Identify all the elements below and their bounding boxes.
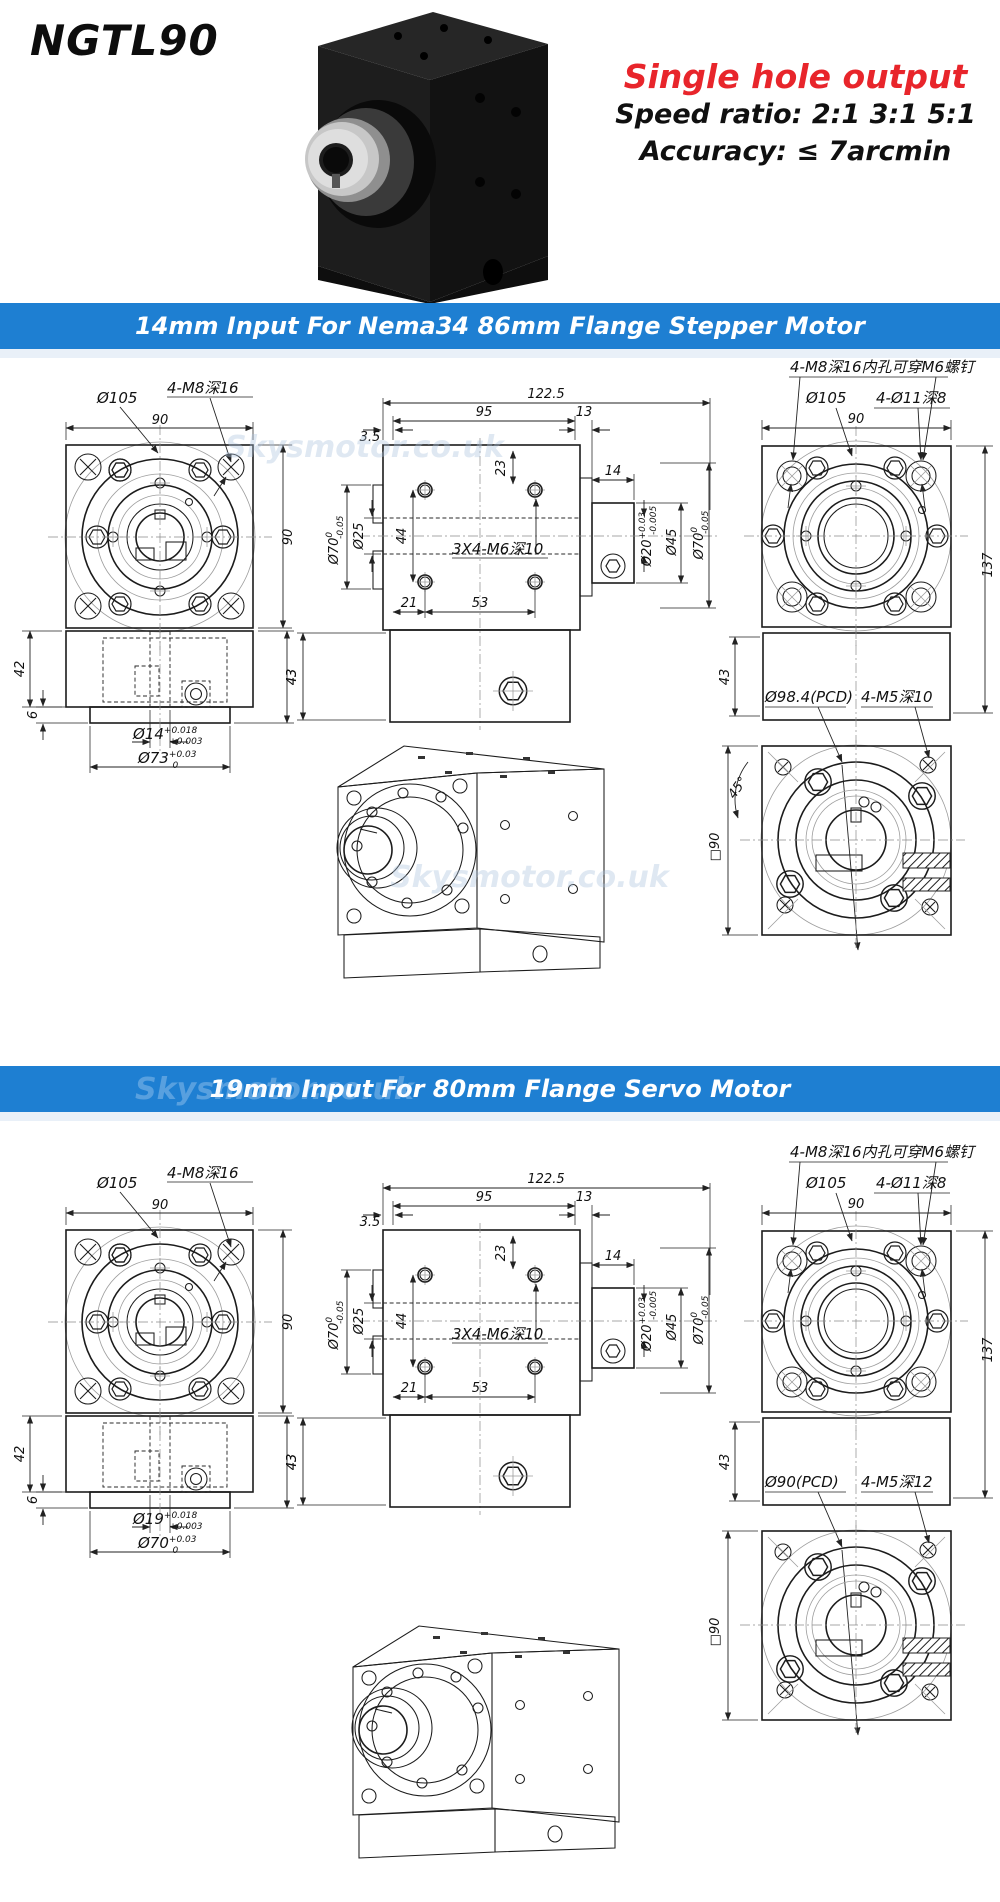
banner-strip xyxy=(0,1112,1000,1121)
dim-side-out: Ø700-0.05 xyxy=(690,510,711,560)
dim-rear-pcd: Ø105 xyxy=(805,1174,846,1192)
dim-side-off-right: 13 xyxy=(576,1190,593,1205)
dim-side-shaft: Ø20+0.03-0.005 xyxy=(638,506,659,568)
dim-side-flange: Ø700-0.05 xyxy=(325,1300,346,1350)
dim-side-off-left: 3.5 xyxy=(360,1215,381,1230)
banner-stepper: 14mm Input For Nema34 86mm Flange Steppe… xyxy=(0,303,1000,349)
dim-front-width: 90 xyxy=(152,413,169,428)
dim-side-base-h: 43 xyxy=(285,669,300,686)
dim-rear-height: 137 xyxy=(981,552,996,578)
dim-side-off-right: 13 xyxy=(576,405,593,420)
dim-bottom-bore: Ø19+0.018+0.003 xyxy=(132,1510,203,1532)
dim-side-total: 122.5 xyxy=(527,387,564,402)
dim-base-pcd: Ø98.4(PCD) xyxy=(764,688,853,706)
dim-side-body: 95 xyxy=(476,1190,493,1205)
banner-strip xyxy=(0,349,1000,358)
spec-block: Single hole output Speed ratio: 2:1 3:1 … xyxy=(598,56,993,170)
dim-side-44: 44 xyxy=(395,1313,410,1330)
dim-front-height: 90 xyxy=(281,529,296,546)
dim-rear-note: 4-M8深16内孔可穿M6螺钉 xyxy=(790,1143,977,1161)
dim-base-square: □90 xyxy=(708,833,723,862)
dim-front-tap: 4-M8深16 xyxy=(167,379,239,397)
dim-bottom-6: 6 xyxy=(26,1496,41,1504)
dim-side-hub: Ø45 xyxy=(665,1314,680,1342)
dim-rear-cbore: 4-Ø11深8 xyxy=(876,1174,946,1192)
dim-bottom-42: 42 xyxy=(13,661,28,678)
banner-servo: 19mm Input For 80mm Flange Servo Motor xyxy=(0,1066,1000,1112)
spec-accuracy: Accuracy: ≤ 7arcmin xyxy=(639,135,952,167)
dim-side-21: 21 xyxy=(401,1381,418,1396)
dim-side-off-left: 3.5 xyxy=(360,430,381,445)
drawing-servo: Ø105 4-M8深16 90 90 42 6 43 Ø19+0.018+0.0… xyxy=(13,1143,996,1859)
spec-tagline: Single hole output xyxy=(623,57,968,96)
dim-front-pcd: Ø105 xyxy=(96,1174,137,1192)
dim-base-taps: 4-M5深12 xyxy=(861,1473,933,1491)
dim-side-pilot: Ø25 xyxy=(352,1308,367,1336)
dim-bottom-43: 43 xyxy=(285,1454,300,1471)
dim-side-shaft: Ø20+0.03-0.005 xyxy=(638,1291,659,1353)
dim-side-pilot: Ø25 xyxy=(352,523,367,551)
dim-side-flange: Ø700-0.05 xyxy=(325,515,346,565)
dim-side-hub: Ø45 xyxy=(665,529,680,557)
dim-base-43: 43 xyxy=(718,669,733,686)
dim-bottom-6: 6 xyxy=(26,711,41,719)
dim-side-total: 122.5 xyxy=(527,1172,564,1187)
dim-front-tap: 4-M8深16 xyxy=(167,1164,239,1182)
dim-side-taps: 3X4-M6深10 xyxy=(452,1325,543,1343)
dim-base-taps: 4-M5深10 xyxy=(861,688,933,706)
dim-base-43: 43 xyxy=(718,1454,733,1471)
dim-side-53: 53 xyxy=(472,596,489,611)
dim-bottom-43: 43 xyxy=(285,669,300,686)
dim-side-body: 95 xyxy=(476,405,493,420)
dim-rear-cbore: 4-Ø11深8 xyxy=(876,389,946,407)
dim-rear-pcd: Ø105 xyxy=(805,389,846,407)
dim-base-angle: 45° xyxy=(725,774,751,801)
dim-bottom-bore: Ø14+0.018+0.003 xyxy=(132,725,203,747)
spec-speed-ratio: Speed ratio: 2:1 3:1 5:1 xyxy=(615,99,976,131)
drawing-stepper: Ø105 4-M8深16 90 90 42 6 43 Ø14+0.018+0.0… xyxy=(13,358,996,979)
dim-front-pcd: Ø105 xyxy=(96,389,137,407)
dim-side-14: 14 xyxy=(605,1249,622,1264)
dim-side-23: 23 xyxy=(494,460,509,477)
banner-servo-label: 19mm Input For 80mm Flange Servo Motor xyxy=(209,1075,791,1103)
banner-stepper-label: 14mm Input For Nema34 86mm Flange Steppe… xyxy=(135,312,865,340)
dim-side-53: 53 xyxy=(472,1381,489,1396)
dim-side-out: Ø700-0.05 xyxy=(690,1295,711,1345)
dim-base-square: □90 xyxy=(708,1618,723,1647)
dim-rear-note: 4-M8深16内孔可穿M6螺钉 xyxy=(790,358,977,376)
product-photo xyxy=(305,12,548,304)
dim-base-pcd: Ø90(PCD) xyxy=(764,1473,839,1491)
dim-side-44: 44 xyxy=(395,528,410,545)
dim-front-width: 90 xyxy=(152,1198,169,1213)
dim-side-23: 23 xyxy=(494,1245,509,1262)
dim-rear-height: 137 xyxy=(981,1337,996,1363)
dim-side-taps: 3X4-M6深10 xyxy=(452,540,543,558)
dim-bottom-42: 42 xyxy=(13,1446,28,1463)
dim-rear-width: 90 xyxy=(848,412,865,427)
dim-rear-width: 90 xyxy=(848,1197,865,1212)
dim-side-14: 14 xyxy=(605,464,622,479)
dim-side-base-h: 43 xyxy=(285,1454,300,1471)
page-title: NGTL90 xyxy=(30,16,219,65)
dim-side-21: 21 xyxy=(401,596,418,611)
dim-front-height: 90 xyxy=(281,1314,296,1331)
